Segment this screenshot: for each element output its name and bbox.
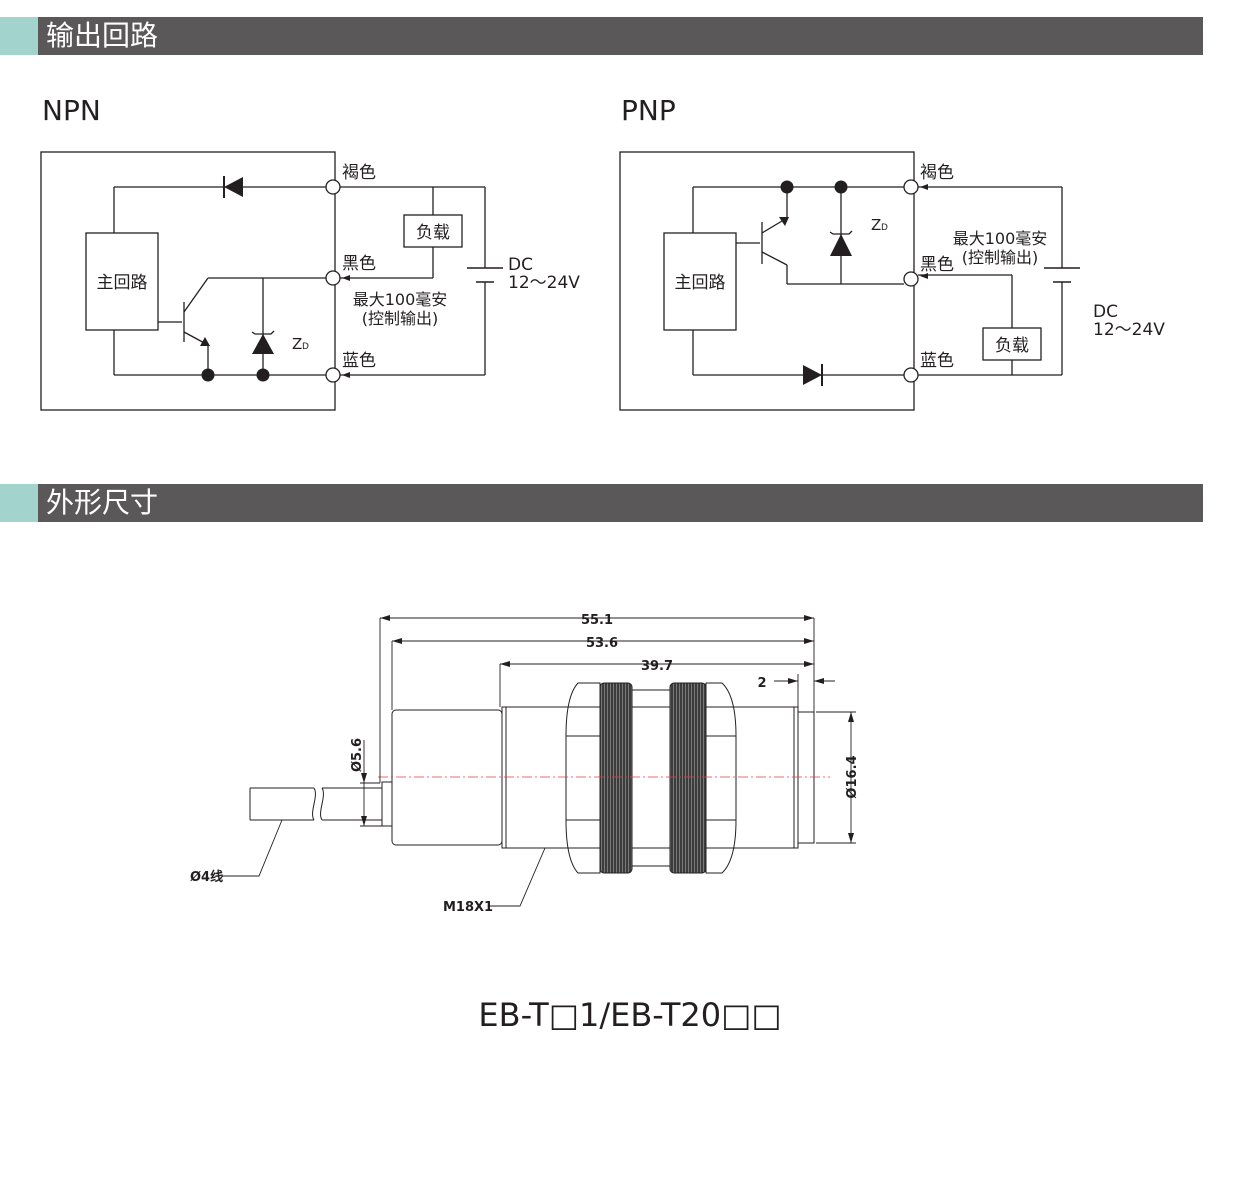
sensor-thread bbox=[501, 706, 799, 849]
npn-circuit-diagram: 主回路 负载 褐色 黑色 蓝色 最大100毫安 (控制输出) DC 12～24V… bbox=[40, 151, 580, 411]
npn-terminal-blue bbox=[325, 367, 341, 383]
npn-zd-label: Z bbox=[292, 335, 302, 353]
npn-title: NPN bbox=[42, 94, 101, 127]
dim-cable-diameter: Ø5.6 bbox=[350, 738, 365, 772]
pnp-diode-icon bbox=[803, 365, 822, 385]
pnp-blue-label: 蓝色 bbox=[920, 351, 954, 371]
pnp-junction-dot bbox=[780, 180, 794, 194]
pnp-voltage-label: 12～24V bbox=[1093, 320, 1165, 340]
pnp-max-line1: 最大100毫安 bbox=[953, 229, 1048, 248]
npn-max-line1: 最大100毫安 bbox=[353, 290, 448, 309]
npn-zener-icon bbox=[252, 334, 274, 354]
section-title: 外形尺寸 bbox=[46, 486, 159, 519]
model-number: EB-T□1/EB-T20□□ bbox=[478, 996, 782, 1034]
pnp-terminal-brown bbox=[903, 179, 919, 195]
npn-main-circuit-box bbox=[85, 232, 159, 331]
pnp-junction-dot bbox=[834, 180, 848, 194]
npn-terminal-black bbox=[325, 270, 341, 286]
npn-dc-label: DC bbox=[508, 255, 533, 275]
dim-body-diameter: Ø16.4 bbox=[845, 755, 860, 798]
npn-load-label: 负载 bbox=[416, 223, 450, 243]
pnp-main-circuit-box bbox=[663, 232, 737, 331]
pnp-zd-sub: D bbox=[881, 223, 888, 233]
section-header-dimensions: 外形尺寸 bbox=[0, 484, 1203, 522]
pnp-title: PNP bbox=[621, 94, 676, 127]
pnp-zd-label: Z bbox=[871, 216, 881, 234]
header-accent bbox=[0, 484, 38, 522]
sensor-tip bbox=[797, 711, 815, 844]
npn-sensor-housing bbox=[40, 151, 336, 411]
sensor-dimension-drawing: 55.1 53.6 39.7 2 Ø5.6 Ø16.4 Ø4线 M18X1 bbox=[190, 613, 860, 915]
npn-voltage-label: 12～24V bbox=[508, 273, 580, 293]
dim-tip-length: 2 bbox=[757, 676, 766, 691]
pnp-main-circuit-label: 主回路 bbox=[675, 273, 726, 293]
pnp-zener-icon bbox=[830, 234, 852, 256]
pnp-black-label: 黑色 bbox=[920, 255, 954, 275]
pnp-dc-label: DC bbox=[1093, 302, 1118, 322]
npn-zd-sub: D bbox=[302, 342, 309, 352]
npn-junction-dot bbox=[256, 368, 270, 382]
pnp-terminal-blue bbox=[903, 367, 919, 383]
cable-gland bbox=[381, 781, 393, 827]
npn-junction-dot bbox=[201, 368, 215, 382]
dim-thread-length: 39.7 bbox=[641, 659, 673, 674]
npn-main-circuit-label: 主回路 bbox=[97, 273, 148, 293]
dim-total-length: 55.1 bbox=[581, 613, 613, 628]
hex-nut-left bbox=[565, 682, 601, 874]
section-header-output-circuit: 输出回路 bbox=[0, 17, 1203, 55]
npn-blue-label: 蓝色 bbox=[342, 351, 376, 371]
dim-body-length: 53.6 bbox=[586, 636, 618, 651]
sensor-body bbox=[391, 709, 503, 846]
pnp-circuit-diagram: 主回路 负载 褐色 黑色 蓝色 最大100毫安 (控制输出) DC 12～24V… bbox=[619, 151, 1165, 411]
pnp-max-line2: (控制输出) bbox=[962, 248, 1039, 267]
hex-nut-right bbox=[705, 682, 737, 874]
cable bbox=[249, 787, 314, 821]
header-accent bbox=[0, 17, 38, 55]
npn-brown-label: 褐色 bbox=[342, 163, 376, 183]
npn-diode-icon bbox=[224, 177, 243, 197]
cable-label: Ø4线 bbox=[190, 869, 223, 885]
pnp-brown-label: 褐色 bbox=[920, 163, 954, 183]
section-title: 输出回路 bbox=[46, 19, 159, 52]
pnp-load-label: 负载 bbox=[995, 336, 1029, 356]
npn-max-line2: (控制输出) bbox=[362, 309, 439, 328]
knurled-nut-right bbox=[669, 682, 707, 874]
pnp-terminal-black bbox=[903, 271, 919, 287]
npn-black-label: 黑色 bbox=[342, 254, 376, 274]
thread-label: M18X1 bbox=[443, 900, 493, 915]
npn-terminal-brown bbox=[325, 179, 341, 195]
knurled-nut-left bbox=[599, 682, 633, 874]
